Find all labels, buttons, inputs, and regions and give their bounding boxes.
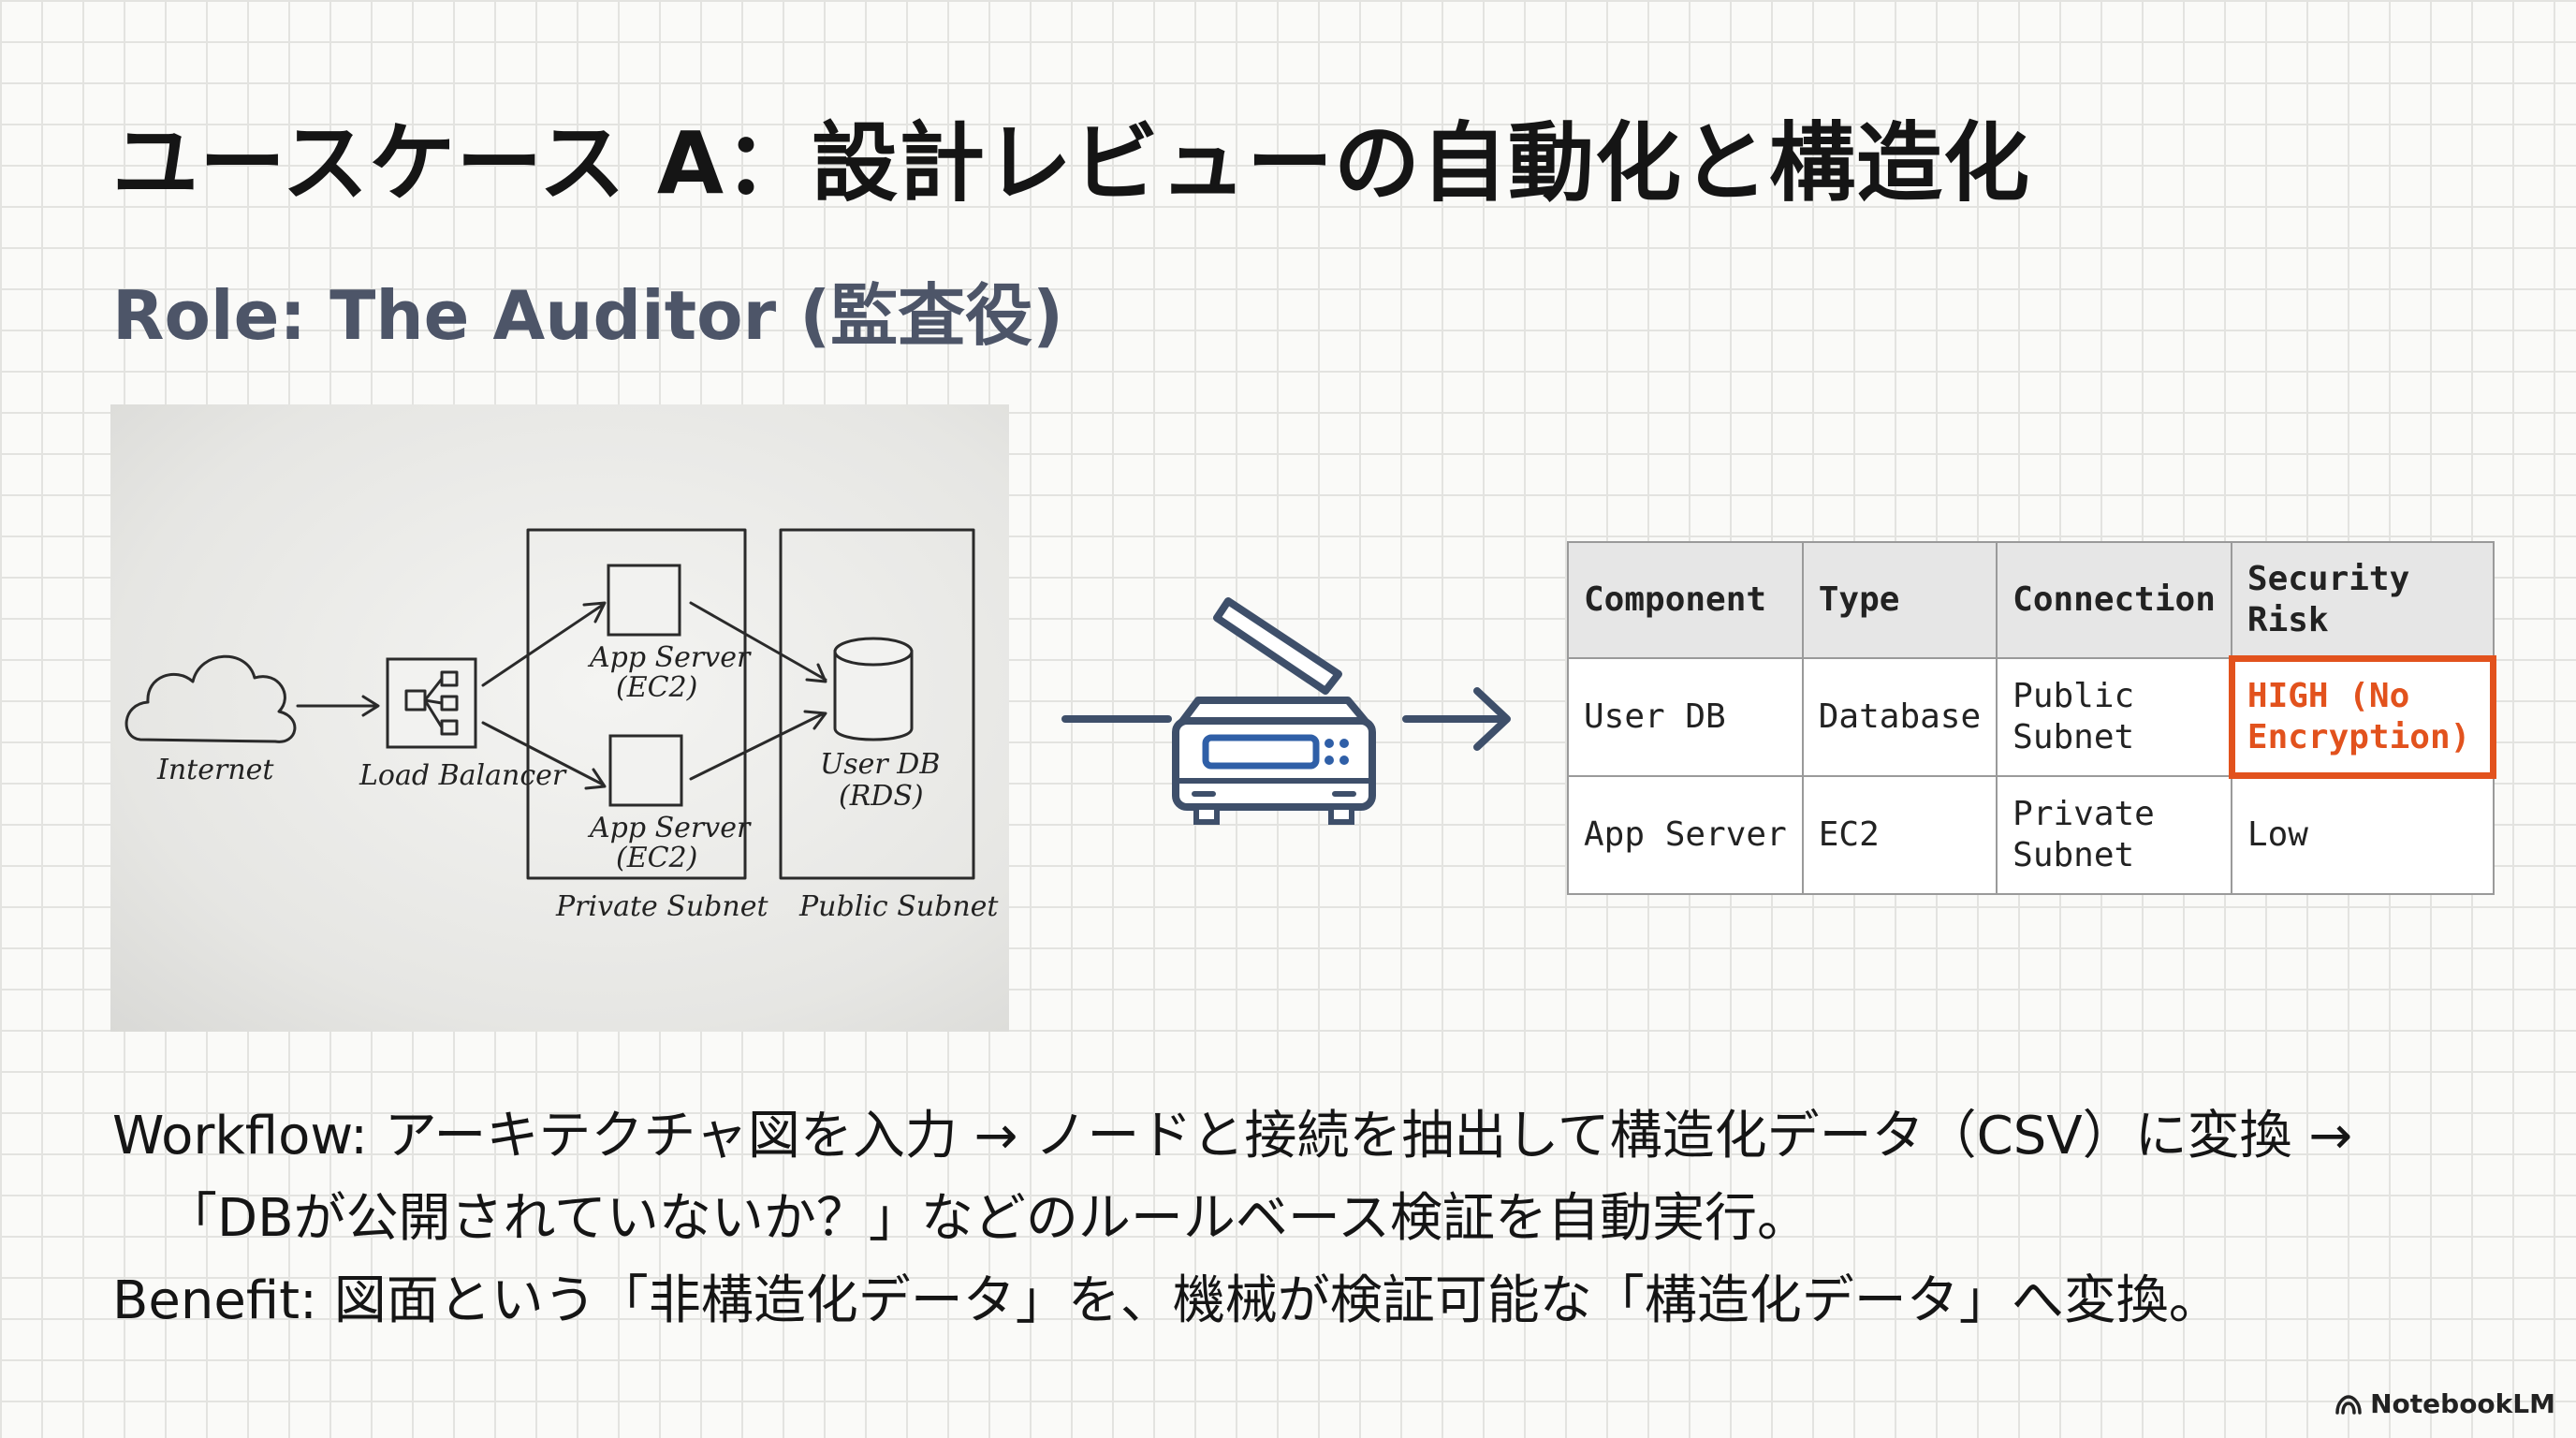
app-server-top-type: (EC2) [616, 671, 697, 704]
private-subnet-label: Private Subnet [555, 890, 768, 923]
header-security-risk: Security Risk [2230, 541, 2495, 659]
notebooklm-logo-icon [2335, 1394, 2362, 1415]
table-row: App Server EC2 Private Subnet Low [1567, 775, 2495, 895]
header-connection: Connection [1996, 541, 2232, 659]
arrow-lb-to-app-top [481, 601, 607, 687]
structured-data-table-container: Component Type Connection Security Risk … [1567, 541, 2496, 895]
private-subnet-boundary [526, 528, 747, 880]
table-header-row: Component Type Connection Security Risk [1567, 541, 2495, 659]
brand-name: NotebookLM [2370, 1388, 2555, 1419]
slide-subtitle: Role: The Auditor (監査役) [112, 276, 1064, 355]
cell-type: EC2 [1801, 775, 1998, 895]
header-component: Component [1567, 541, 1804, 659]
internet-cloud-icon [124, 654, 297, 743]
slide-title: ユースケース A：設計レビューの自動化と構造化 [112, 113, 2031, 213]
workflow-line-1: Workflow: アーキテクチャ図を入力 → ノードと接続を抽出して構造化デー… [112, 1106, 2353, 1167]
app-server-bottom-type: (EC2) [616, 842, 697, 874]
architecture-sketch: Internet Load Balancer Private Subnet Pu… [124, 528, 999, 923]
user-db-type: (RDS) [839, 780, 924, 813]
cell-connection: Private Subnet [1996, 775, 2232, 895]
cell-type: Database [1801, 657, 1998, 777]
internet-label: Internet [156, 754, 274, 786]
description-text-block: Workflow: アーキテクチャ図を入力 → ノードと接続を抽出して構造化デー… [112, 1095, 2490, 1343]
brand-watermark: NotebookLM [2334, 1388, 2555, 1419]
public-subnet-label: Public Subnet [798, 890, 999, 923]
cell-security-risk-high: HIGH (No Encryption) [2228, 655, 2496, 779]
benefit-line: Benefit: 図面という「非構造化データ」を、機械が検証可能な「構造化データ… [112, 1270, 2221, 1331]
arrow-app-bottom-to-db [689, 710, 827, 781]
arrow-lb-to-app-bottom [481, 721, 607, 790]
structured-data-table: Component Type Connection Security Risk … [1567, 541, 2496, 895]
header-type: Type [1801, 541, 1998, 659]
output-arrow-icon [1402, 687, 1511, 751]
workflow-line-2: 「DBが公開されていないか？」などのルールベース検証を自動実行。 [165, 1188, 1810, 1249]
cell-connection: Public Subnet [1996, 657, 2232, 777]
whiteboard-photo: Internet Load Balancer Private Subnet Pu… [110, 404, 1009, 1032]
load-balancer-label: Load Balancer [359, 759, 567, 792]
table-row: User DB Database Public Subnet HIGH (No … [1567, 655, 2496, 779]
cell-component: User DB [1567, 657, 1804, 777]
app-server-bottom-icon [608, 734, 683, 807]
app-server-top-icon [607, 564, 681, 637]
arrow-internet-to-lb [296, 695, 380, 717]
scanner-conversion-graphic [1048, 580, 1535, 861]
user-db-label: User DB [820, 748, 940, 781]
public-subnet-boundary [779, 528, 975, 880]
arrow-app-top-to-db [689, 601, 827, 683]
cell-component: App Server [1567, 775, 1804, 895]
load-balancer-icon [386, 657, 477, 749]
app-server-bottom-label: App Server [587, 812, 752, 844]
cell-security-risk: Low [2230, 775, 2495, 895]
scanner-icon [1172, 597, 1376, 825]
app-server-top-label: App Server [587, 641, 752, 674]
database-cylinder-icon [833, 637, 914, 741]
